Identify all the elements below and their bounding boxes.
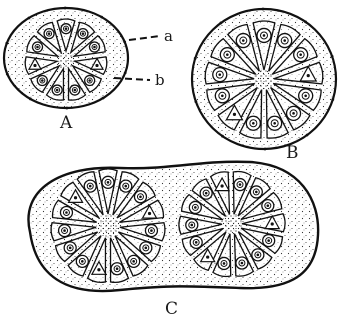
- lumen-a: [57, 51, 75, 69]
- panel-c-label: C: [165, 299, 178, 319]
- cell-nucleolus: [97, 268, 100, 271]
- cell-nucleolus: [267, 239, 270, 242]
- cell-nucleolus: [82, 32, 85, 35]
- cell-nucleolus: [195, 241, 198, 244]
- panel-b-label: B: [286, 143, 299, 163]
- pointer-b-label: b: [155, 71, 165, 89]
- cell-nucleolus: [124, 185, 127, 188]
- panel-c-section: [28, 162, 318, 291]
- surface-mark: [100, 16, 103, 19]
- cell-nucleolus: [132, 260, 135, 263]
- cell-nucleolus: [304, 95, 307, 98]
- cell-nucleolus: [145, 247, 148, 250]
- surface-mark: [64, 7, 67, 10]
- lumen-b: [254, 70, 274, 90]
- surface-mark: [29, 97, 32, 100]
- cell-nucleolus: [116, 267, 119, 270]
- surface-mark: [262, 8, 265, 11]
- cell-nucleolus: [89, 185, 92, 188]
- cell-nucleolus: [206, 255, 209, 258]
- cell-nucleolus: [95, 64, 98, 67]
- surface-mark: [306, 134, 309, 137]
- cell-nucleolus: [307, 74, 310, 77]
- surface-mark: [65, 107, 68, 110]
- cell-nucleolus: [218, 73, 221, 76]
- cell-nucleolus: [242, 39, 245, 42]
- cell-nucleolus: [223, 262, 226, 265]
- surface-mark: [331, 98, 334, 101]
- cell-nucleolus: [255, 191, 258, 194]
- pointer-a: a: [129, 27, 173, 45]
- cell-nucleolus: [88, 79, 91, 82]
- cell-nucleolus: [148, 212, 151, 215]
- lumen-c2: [222, 214, 242, 234]
- panel-a-section: [4, 7, 128, 110]
- cell-nucleolus: [221, 95, 224, 98]
- cell-nucleolus: [69, 247, 72, 250]
- cell-nucleolus: [267, 204, 270, 207]
- cell-nucleolus: [263, 34, 266, 37]
- cell-nucleolus: [205, 192, 208, 195]
- panel-a-label: A: [59, 113, 73, 133]
- surface-mark: [102, 97, 105, 100]
- cell-nucleolus: [239, 183, 242, 186]
- cell-nucleolus: [65, 27, 68, 30]
- cell-nucleolus: [292, 112, 295, 115]
- cell-nucleolus: [36, 46, 39, 49]
- cell-nucleolus: [257, 254, 260, 257]
- cell-nucleolus: [107, 181, 110, 184]
- surface-mark: [123, 40, 126, 43]
- surface-mark: [194, 100, 197, 103]
- surface-mark: [5, 42, 8, 45]
- cell-nucleolus: [56, 89, 59, 92]
- surface-mark: [6, 73, 9, 76]
- cell-nucleolus: [74, 89, 77, 92]
- cell-nucleolus: [41, 79, 44, 82]
- panel-b-section: [192, 8, 336, 151]
- cell-nucleolus: [81, 260, 84, 263]
- cell-nucleolus: [33, 64, 36, 67]
- cell-nucleolus: [252, 122, 255, 125]
- lumen-c1: [96, 214, 120, 238]
- surface-mark: [264, 148, 267, 151]
- surface-mark: [221, 135, 224, 138]
- cell-nucleolus: [139, 195, 142, 198]
- cell-nucleolus: [65, 211, 68, 214]
- cell-nucleolus: [194, 206, 197, 209]
- cell-nucleolus: [271, 222, 274, 225]
- cell-nucleolus: [233, 113, 236, 116]
- cell-nucleolus: [283, 39, 286, 42]
- cell-nucleolus: [220, 184, 223, 187]
- cell-nucleolus: [63, 229, 66, 232]
- cell-nucleolus: [150, 229, 153, 232]
- cell-nucleolus: [273, 122, 276, 125]
- surface-mark: [124, 71, 127, 74]
- surface-mark: [194, 57, 197, 60]
- surface-mark: [219, 22, 222, 25]
- surface-mark: [331, 55, 334, 58]
- cell-nucleolus: [74, 196, 77, 199]
- surface-mark: [304, 20, 307, 23]
- pointer-a-label: a: [164, 27, 173, 45]
- cell-nucleolus: [48, 32, 51, 35]
- surface-mark: [27, 17, 30, 20]
- cell-nucleolus: [226, 53, 229, 56]
- cell-nucleolus: [241, 262, 244, 265]
- cell-nucleolus: [299, 53, 302, 56]
- cell-nucleolus: [190, 224, 193, 227]
- cell-nucleolus: [93, 46, 96, 49]
